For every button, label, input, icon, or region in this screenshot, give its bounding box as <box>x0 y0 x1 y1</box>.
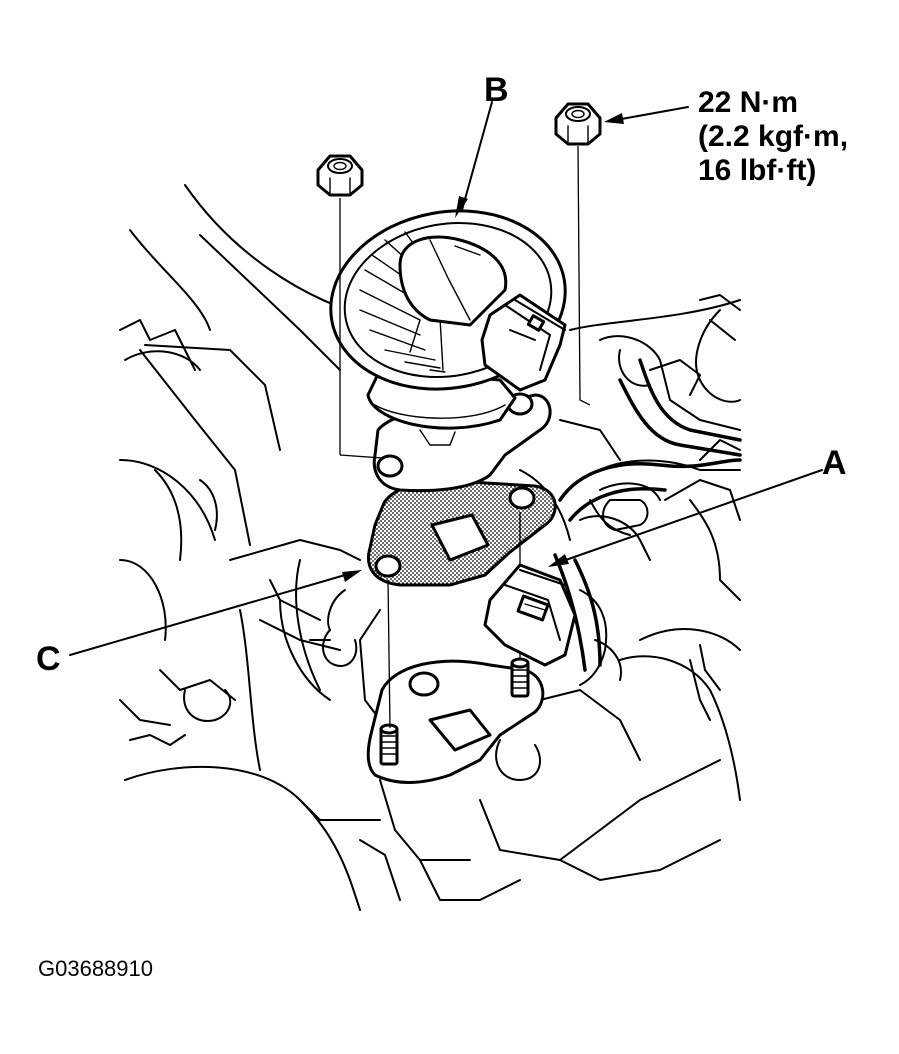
gasket <box>367 479 557 587</box>
torque-spec: 22 N·m (2.2 kgf·m, 16 lbf·ft) <box>698 86 848 187</box>
valve-connector <box>480 293 567 392</box>
nut-left <box>316 154 364 197</box>
harness-connector <box>483 563 577 667</box>
mounting-flange <box>366 657 545 784</box>
label-a: A <box>822 444 847 482</box>
egr-valve <box>329 209 567 493</box>
label-b: B <box>484 71 509 109</box>
stud-left <box>379 723 399 766</box>
label-c: C <box>36 640 61 678</box>
torque-line-2: (2.2 kgf·m, <box>698 120 848 153</box>
torque-line-1: 22 N·m <box>698 86 798 119</box>
alignment-lines <box>339 145 591 729</box>
nut-right <box>554 102 602 146</box>
torque-line-3: 16 lbf·ft) <box>698 154 816 187</box>
wire-harness <box>553 358 742 672</box>
stud-right <box>510 657 530 698</box>
leader-lines <box>69 101 823 656</box>
engine-background <box>119 184 741 911</box>
figure-code: G03688910 <box>38 956 153 981</box>
